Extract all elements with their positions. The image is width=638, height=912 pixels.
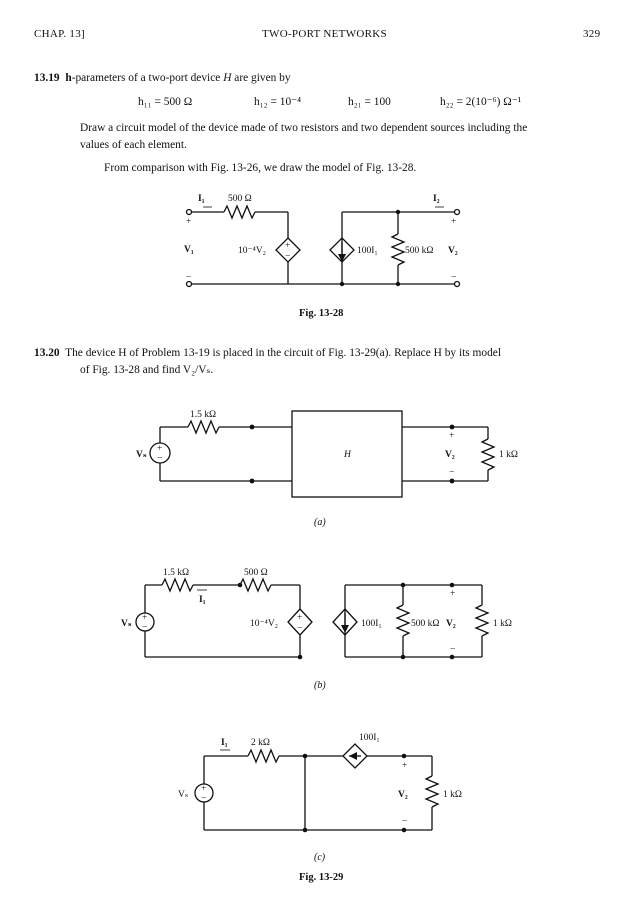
problem-13-19-line3: values of each element. bbox=[80, 139, 187, 151]
svg-text:−: − bbox=[285, 252, 290, 262]
fig28-r1: 500 Ω bbox=[228, 194, 252, 204]
svg-text:+: + bbox=[402, 761, 407, 771]
svg-text:+: + bbox=[449, 431, 454, 441]
fig29c-src-i: 100I₁ bbox=[359, 733, 380, 743]
running-title: TWO-PORT NETWORKS bbox=[262, 28, 387, 40]
fig28-minus-left: − bbox=[186, 273, 191, 283]
svg-text:+: + bbox=[157, 444, 162, 454]
fig29-caption: Fig. 13-29 bbox=[299, 872, 344, 883]
fig28-v1: V₁ bbox=[184, 245, 194, 255]
fig29c-rl: 1 kΩ bbox=[443, 790, 462, 800]
fig29c-v2: V₂ bbox=[398, 790, 408, 800]
fig29b-label: (b) bbox=[314, 680, 326, 691]
svg-text:+: + bbox=[201, 784, 206, 794]
fig28-src-v: 10⁻⁴V₂ bbox=[238, 246, 266, 256]
svg-text:+: + bbox=[451, 217, 456, 227]
problem-13-20-line2: of Fig. 13-28 and find V₂/Vₛ. bbox=[80, 364, 214, 376]
svg-text:−: − bbox=[297, 624, 302, 634]
eq-h11: h₁₁ = 500 Ω bbox=[138, 96, 193, 108]
svg-text:−: − bbox=[201, 794, 206, 804]
svg-text:−: − bbox=[451, 273, 456, 283]
fig29a-rl: 1 kΩ bbox=[499, 450, 518, 460]
fig29b-v2: V₂ bbox=[446, 619, 456, 629]
fig29b-r1: 1.5 kΩ bbox=[163, 568, 189, 578]
fig29c-label: (c) bbox=[314, 852, 326, 863]
fig28-src-i: 100I₁ bbox=[357, 246, 378, 256]
svg-text:−: − bbox=[402, 817, 407, 827]
fig29b-rl: 1 kΩ bbox=[493, 619, 512, 629]
fig29a-r1: 1.5 kΩ bbox=[190, 410, 216, 420]
problem-13-19-line2: Draw a circuit model of the device made … bbox=[80, 122, 528, 134]
fig29a-h: H bbox=[343, 450, 352, 460]
eq-h21: h₂₁ = 100 bbox=[348, 96, 391, 108]
svg-text:−: − bbox=[449, 468, 454, 478]
svg-text:−: − bbox=[142, 623, 147, 633]
problem-number: 13.19 bbox=[34, 72, 60, 84]
fig29b-r2: 500 Ω bbox=[244, 568, 268, 578]
figure-13-29a: + − 1.5 kΩ Vₛ H + V₂ − 1 kΩ bbox=[136, 410, 518, 498]
fig29c-vs: Vₛ bbox=[178, 790, 188, 800]
fig29a-vs: Vₛ bbox=[136, 450, 147, 460]
figure-13-28: I₁ 500 Ω + V₁ − 10⁻⁴V₂ + − 100I₁ 500 kΩ … bbox=[184, 194, 461, 288]
svg-text:+: + bbox=[297, 613, 302, 623]
fig29a-label: (a) bbox=[314, 517, 326, 528]
svg-text:−: − bbox=[157, 454, 162, 464]
eq-h22: h₂₂ = 2(10⁻⁶) Ω⁻¹ bbox=[440, 96, 522, 108]
fig28-i2: I₂ bbox=[433, 194, 440, 204]
problem-13-20-line1: 13.20 The device H of Problem 13-19 is p… bbox=[34, 347, 502, 359]
svg-text:+: + bbox=[142, 613, 147, 623]
chapter-label: CHAP. 13] bbox=[34, 28, 85, 40]
figure-13-29c: I₁ 2 kΩ 100I₁ + − Vₛ + V₂ − 1 kΩ bbox=[178, 733, 462, 833]
fig29c-r1: 2 kΩ bbox=[251, 738, 270, 748]
fig29b-r3: 500 kΩ bbox=[411, 619, 439, 629]
svg-text:+: + bbox=[285, 241, 290, 251]
svg-text:−: − bbox=[450, 645, 455, 655]
fig29b-src-i: 100I₁ bbox=[361, 619, 382, 629]
fig28-v2: V₂ bbox=[448, 246, 458, 256]
fig28-plus-left: + bbox=[186, 217, 191, 227]
fig28-caption: Fig. 13-28 bbox=[299, 308, 344, 319]
fig29b-src-v: 10⁻⁴V₂ bbox=[250, 619, 278, 629]
fig29a-v2: V₂ bbox=[445, 450, 455, 460]
svg-text:+: + bbox=[450, 589, 455, 599]
problem-number: 13.20 bbox=[34, 347, 60, 359]
fig29b-i1: I₁ bbox=[199, 595, 206, 605]
fig28-r2: 500 kΩ bbox=[405, 246, 433, 256]
page-number: 329 bbox=[583, 28, 601, 40]
solution-13-19: From comparison with Fig. 13-26, we draw… bbox=[104, 162, 417, 174]
fig28-i1: I₁ bbox=[198, 194, 205, 204]
eq-h12: h₁₂ = 10⁻⁴ bbox=[254, 96, 302, 108]
figure-13-29b: 1.5 kΩ 500 Ω I₁ + − Vₛ 10⁻⁴V₂ + − 100I₁ … bbox=[121, 568, 512, 660]
fig29c-i1: I₁ bbox=[221, 738, 228, 748]
fig29b-vs: Vₛ bbox=[121, 619, 132, 629]
problem-13-19-line1: 13.19 h-parameters of a two-port device … bbox=[34, 72, 291, 84]
